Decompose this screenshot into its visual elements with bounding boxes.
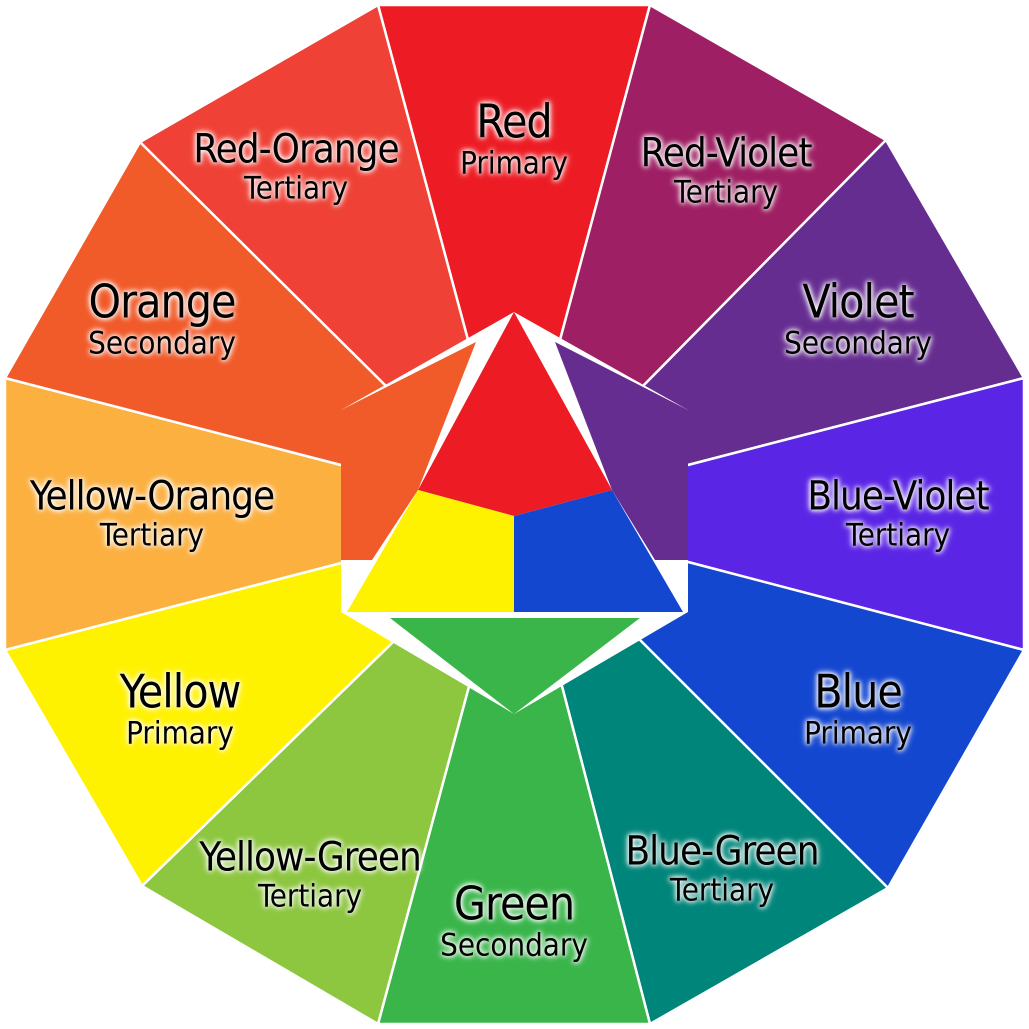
label-green: Green Secondary xyxy=(440,879,588,964)
segment-kind: Primary xyxy=(804,715,912,752)
segment-name: Orange xyxy=(88,274,237,329)
segment-kind: Secondary xyxy=(88,325,236,362)
segment-kind: Secondary xyxy=(440,927,588,964)
inner-orange-piece xyxy=(341,342,476,560)
segment-name: Yellow-Orange xyxy=(29,473,275,520)
label-orange: Orange Secondary xyxy=(88,277,236,362)
segment-name: Blue-Violet xyxy=(807,473,989,520)
segment-kind: Tertiary xyxy=(99,517,205,554)
label-violet: Violet Secondary xyxy=(784,277,932,362)
label-yellow-green: Yellow-Green Tertiary xyxy=(199,834,422,915)
inner-green-piece xyxy=(390,618,640,714)
segment-name: Yellow-Green xyxy=(199,834,422,881)
label-red-violet: Red-Violet Tertiary xyxy=(640,130,813,211)
label-red: Red Primary xyxy=(460,97,568,182)
segment-name: Blue-Green xyxy=(625,828,819,875)
segment-kind: Primary xyxy=(460,145,568,182)
segment-name: Violet xyxy=(802,274,914,329)
segment-kind: Tertiary xyxy=(673,174,779,211)
segment-name: Green xyxy=(453,876,575,931)
segment-name: Blue xyxy=(814,664,903,719)
inner-violet-piece xyxy=(555,342,688,560)
segment-name: Red-Orange xyxy=(193,126,399,173)
segment-kind: Tertiary xyxy=(845,517,951,554)
segment-name: Yellow xyxy=(119,664,242,719)
label-red-orange: Red-Orange Tertiary xyxy=(193,126,399,207)
segment-name: Red-Violet xyxy=(640,130,813,177)
segment-kind: Tertiary xyxy=(257,878,363,915)
label-blue-green: Blue-Green Tertiary xyxy=(625,828,819,909)
label-blue: Blue Primary xyxy=(804,667,912,752)
label-yellow-orange: Yellow-Orange Tertiary xyxy=(29,473,275,554)
segment-kind: Tertiary xyxy=(243,170,349,207)
label-yellow: Yellow Primary xyxy=(119,664,242,752)
label-blue-violet: Blue-Violet Tertiary xyxy=(807,473,989,554)
segment-kind: Tertiary xyxy=(669,872,775,909)
segment-name: Red xyxy=(476,94,552,149)
inner-blue-triangle xyxy=(514,490,683,612)
segment-kind: Primary xyxy=(126,715,234,752)
inner-yellow-triangle xyxy=(347,490,514,612)
segment-kind: Secondary xyxy=(784,325,932,362)
inner-red-triangle xyxy=(418,312,612,516)
